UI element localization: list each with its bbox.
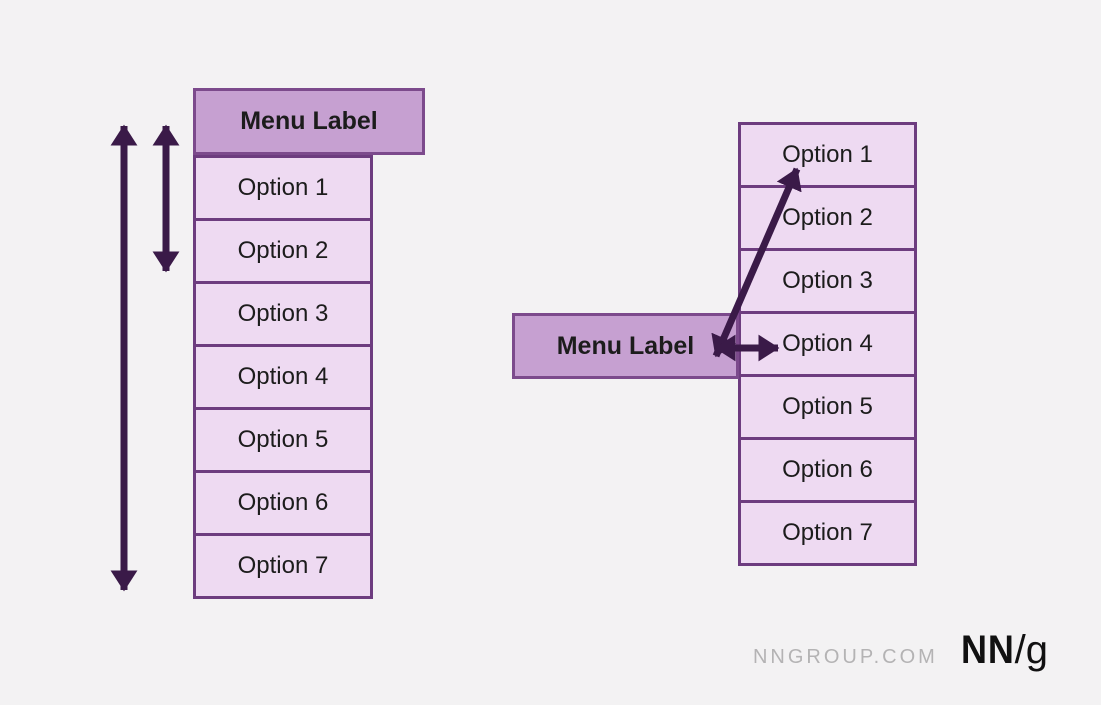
- menu-option[interactable]: Option 7: [193, 533, 373, 599]
- footer-brand: NNGROUP.COM NN/g: [753, 628, 1048, 673]
- menu-option[interactable]: Option 4: [193, 344, 373, 410]
- nng-logo-slash: /: [1014, 628, 1026, 672]
- menu-option[interactable]: Option 1: [193, 155, 373, 221]
- menu-option[interactable]: Option 5: [193, 407, 373, 473]
- menu-option[interactable]: Option 6: [193, 470, 373, 536]
- menu-option[interactable]: Option 1: [738, 122, 917, 188]
- nng-logo-g: g: [1025, 628, 1048, 672]
- menu-option[interactable]: Option 2: [738, 185, 917, 251]
- menu-option[interactable]: Option 3: [193, 281, 373, 347]
- left-menu-label[interactable]: Menu Label: [193, 88, 425, 155]
- menu-option[interactable]: Option 3: [738, 248, 917, 314]
- right-menu-label[interactable]: Menu Label: [512, 313, 739, 379]
- menu-option[interactable]: Option 2: [193, 218, 373, 284]
- menu-option[interactable]: Option 7: [738, 500, 917, 566]
- menu-option[interactable]: Option 5: [738, 374, 917, 440]
- menu-option[interactable]: Option 4: [738, 311, 917, 377]
- menu-option[interactable]: Option 6: [738, 437, 917, 503]
- nng-logo-nn: NN: [960, 628, 1015, 672]
- site-url: NNGROUP.COM: [752, 646, 938, 668]
- nng-logo: NN/g: [955, 628, 1048, 673]
